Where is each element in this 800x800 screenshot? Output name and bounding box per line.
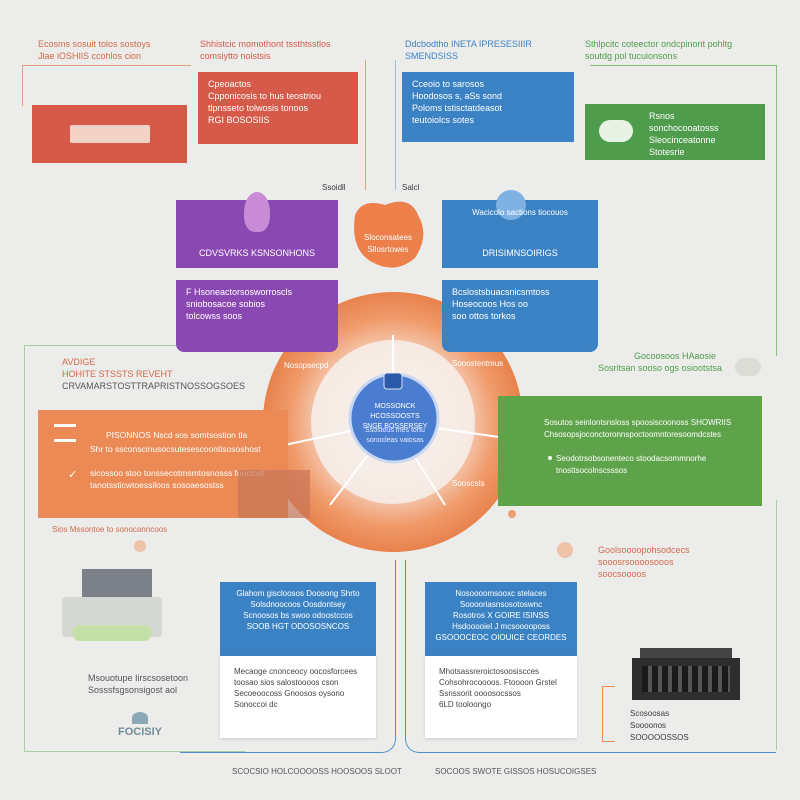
leaf-logo-icon (132, 712, 148, 724)
top-right-connector (590, 65, 777, 356)
building-illustration-card (32, 105, 187, 163)
right-frame-connector (760, 500, 777, 750)
ring-label-bottom: Sooscsts (452, 479, 485, 488)
city-illustration (62, 565, 162, 655)
left-band-footer: Sios Mssontoe to sonocanncoos (52, 525, 168, 534)
footer-left: SCOCSIO HOLCOOOOSS HOOSOOS SLOOT (232, 767, 402, 776)
label-right-small: Salcl (402, 183, 420, 192)
cloud-small-icon (735, 358, 761, 376)
bullet-icon (548, 456, 552, 460)
label-left-small: Ssoidll (322, 183, 346, 192)
splatter-dot (557, 542, 573, 558)
top-left-connector (22, 65, 191, 106)
bottom-left-connector (180, 560, 396, 753)
ring-label-top: Nosopsecpd (284, 361, 329, 370)
purple-header-card: CDVSVRKS KSNSONHONS (176, 192, 338, 268)
ring-label-right: Sooostentmus (452, 359, 504, 368)
lightbulb-icon (244, 192, 270, 232)
cloud-icon (496, 190, 526, 220)
check-icon: ✓ (68, 469, 78, 481)
center-vertical-connector-2 (395, 60, 397, 190)
orange-blob-shape (354, 201, 424, 268)
recycle-icon (599, 120, 633, 142)
footer-right: SOCOOS SWOTE GISSOS HOSUCOIGSES (435, 767, 597, 776)
orange-bracket (602, 686, 615, 742)
bottom-right-connector (405, 560, 776, 753)
left-band-overlay (238, 470, 310, 518)
temple-icon (54, 424, 76, 442)
blue-header-card: Wacicolo sactions tiocouos DRISIMNSOIRIG… (442, 190, 598, 268)
badge-text: FOCISIY (118, 726, 163, 738)
data-center-building-icon (632, 648, 740, 704)
hub-center-icon (383, 372, 403, 390)
splatter-dot (134, 540, 146, 552)
left-frame-connector (24, 345, 245, 752)
splatter-dot (508, 510, 516, 518)
center-vertical-connector (365, 60, 367, 190)
building-icon (70, 125, 150, 143)
right-green-card: Sosutos seinlontsnsloss spoosiscoonoss S… (498, 396, 762, 506)
